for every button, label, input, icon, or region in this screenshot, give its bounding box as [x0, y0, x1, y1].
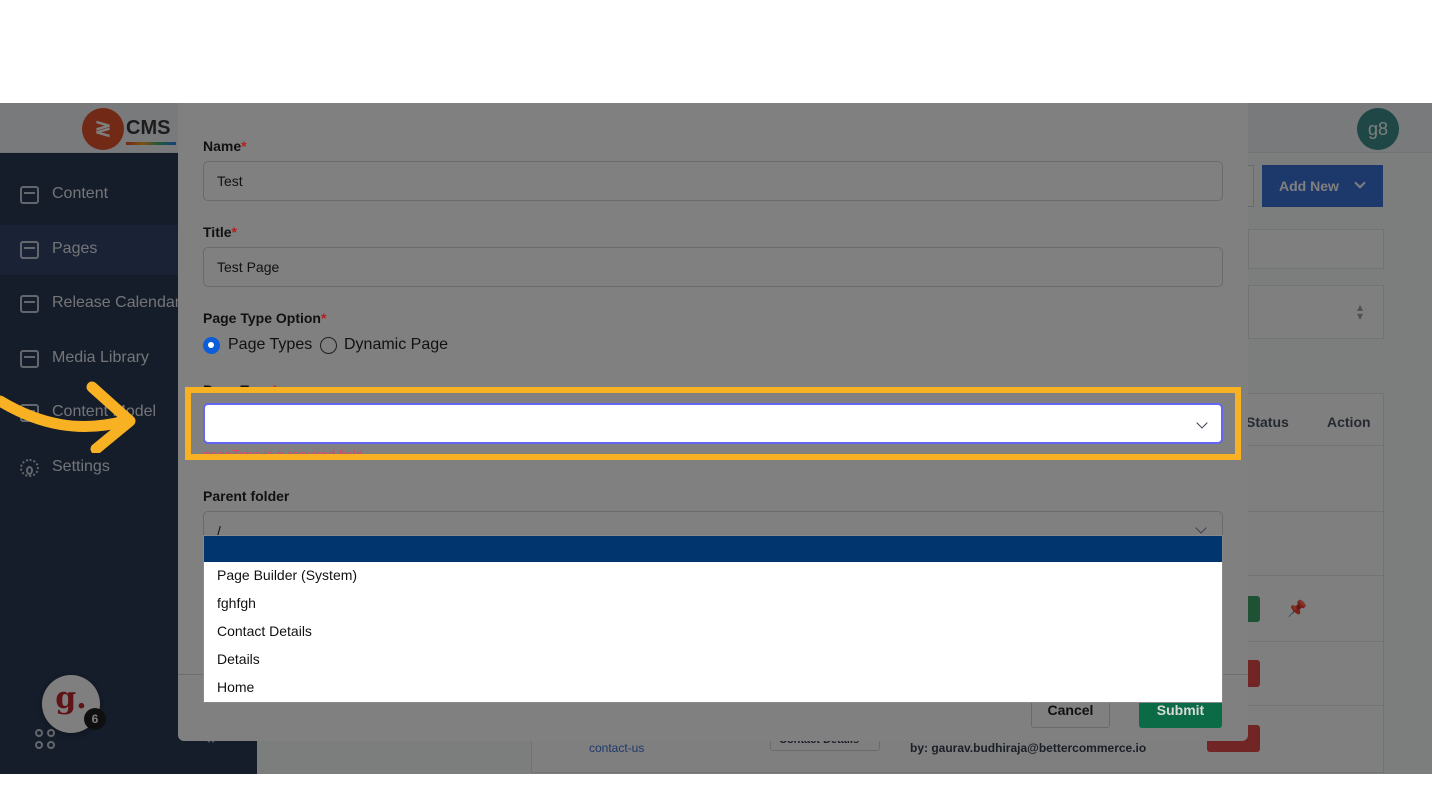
parent-folder-value: /: [217, 523, 221, 539]
dropdown-option[interactable]: fghfgh: [217, 595, 256, 611]
name-input[interactable]: Test: [203, 161, 1223, 201]
page-type-option-radio-group: Page Types Dynamic Page: [203, 335, 803, 357]
parent-folder-label: Parent folder: [203, 488, 290, 504]
chevron-down-icon: [1195, 522, 1207, 534]
dropdown-option[interactable]: Contact Details: [217, 623, 312, 639]
radio-dynamic-page[interactable]: [320, 337, 337, 354]
name-label: Name*: [203, 138, 247, 154]
page-type-select[interactable]: [203, 403, 1223, 444]
radio-page-types[interactable]: [203, 337, 220, 354]
tutorial-highlight-frame: [185, 387, 1241, 460]
app-screen: ≷ CMS g8 Content Pages Release Calendar …: [0, 103, 1432, 774]
parent-folder-dropdown-list: Page Builder (System) fghfgh Contact Det…: [203, 535, 1223, 703]
tutorial-arrow-icon: [0, 381, 136, 453]
title-input[interactable]: Test Page: [203, 247, 1223, 287]
dropdown-option[interactable]: Page Builder (System): [217, 567, 358, 583]
title-label: Title*: [203, 224, 237, 240]
page-type-label: Page Type*: [203, 382, 278, 391]
page-type-option-label: Page Type Option*: [203, 310, 327, 326]
radio-label-page-types[interactable]: Page Types: [228, 336, 313, 353]
dropdown-option[interactable]: Home: [217, 679, 255, 695]
dropdown-option[interactable]: [204, 536, 1222, 562]
dropdown-option[interactable]: Details: [217, 651, 260, 667]
radio-label-dynamic-page[interactable]: Dynamic Page: [344, 336, 449, 353]
